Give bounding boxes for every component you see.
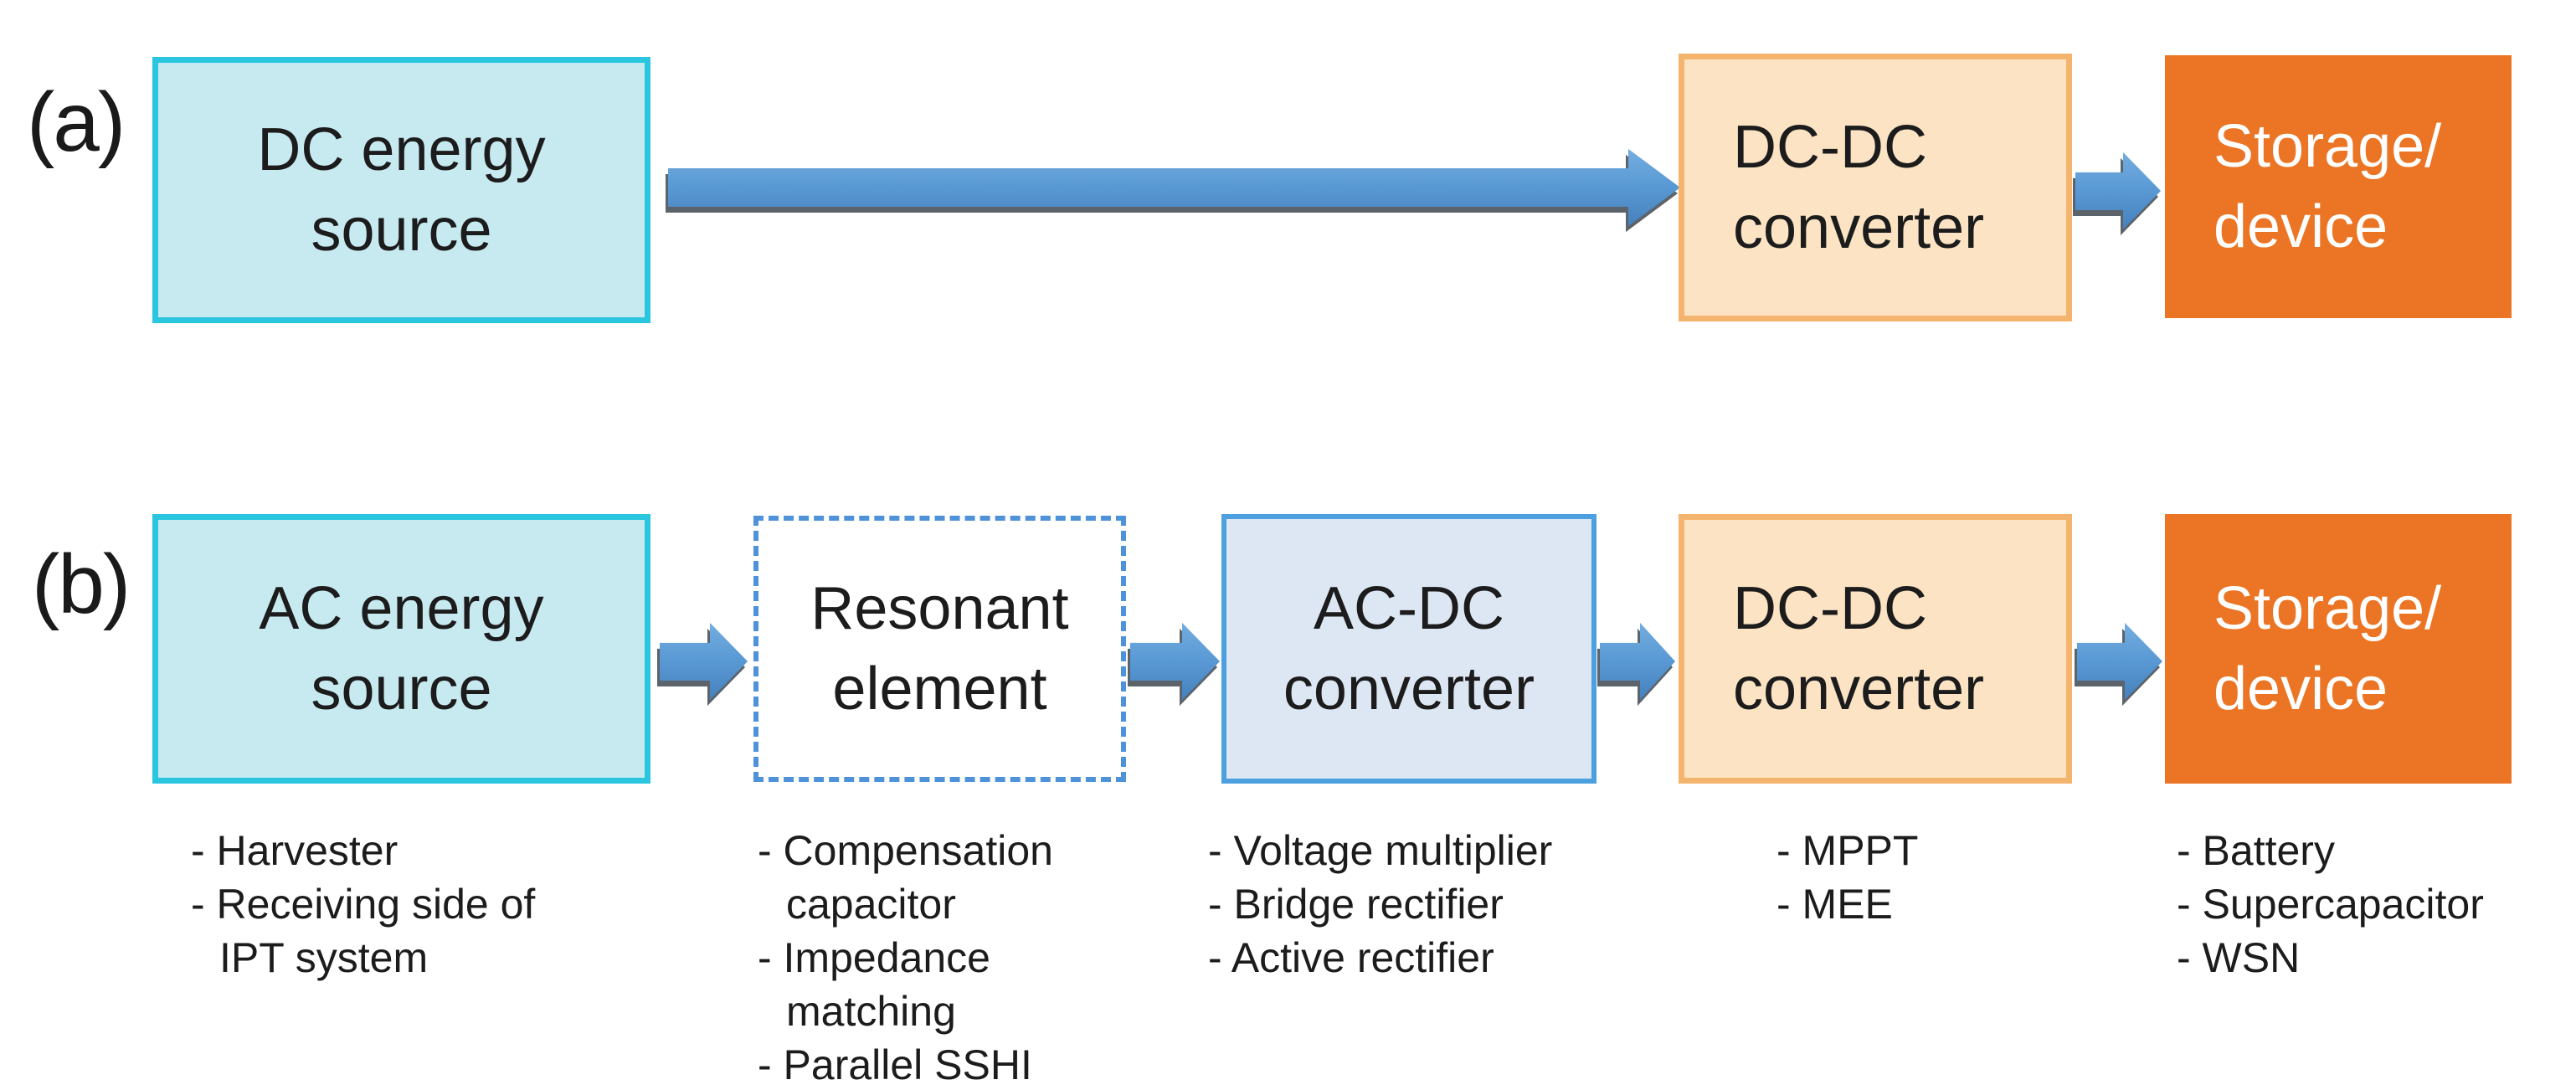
- box-storage-device-b: Storage/ device: [2165, 514, 2512, 784]
- note-line: - Voltage multiplier: [1208, 827, 1553, 874]
- flow-arrow-a-converter-to-storage: [2075, 151, 2161, 231]
- block-arrow-icon: [1600, 622, 1675, 701]
- flow-arrow-b-resonant-to-acdc: [1130, 621, 1220, 702]
- note-line: - Parallel SSHI: [758, 1041, 1032, 1088]
- row-a-label: (a): [27, 75, 126, 169]
- note-line: - MPPT: [1776, 827, 1919, 874]
- box-label-resonant-element: Resonant element: [810, 575, 1069, 722]
- box-dc-dc-converter-a: DC-DC converter: [1679, 54, 2072, 321]
- note-line: IPT system: [219, 934, 429, 981]
- flow-arrow-a-source-to-converter: [668, 147, 1680, 228]
- note-line: - Active rectifier: [1208, 934, 1494, 981]
- note-line: - Compensation: [758, 827, 1053, 874]
- box-dc-dc-converter-b: DC-DC converter: [1679, 514, 2072, 784]
- block-arrow-icon: [2075, 152, 2161, 230]
- note-line: - Battery: [2177, 827, 2335, 874]
- box-label-ac-dc-converter: AC-DC converter: [1283, 575, 1535, 722]
- note-line: - Impedance: [758, 934, 990, 981]
- box-label-dc-energy-source: DC energy source: [257, 116, 546, 264]
- note-line: capacitor: [786, 881, 956, 928]
- box-label-dc-dc-converter-a: DC-DC converter: [1733, 114, 1985, 261]
- block-arrow-icon: [1130, 622, 1220, 701]
- block-arrow-icon: [660, 622, 748, 701]
- box-ac-dc-converter: AC-DC converter: [1221, 514, 1597, 784]
- flow-arrow-b-acdc-to-dcdc: [1600, 621, 1675, 702]
- box-resonant-element: Resonant element: [753, 516, 1126, 782]
- notes-ac-dc-converter: - Voltage multiplier - Bridge rectifier …: [1208, 824, 1552, 985]
- box-ac-energy-source: AC energy source: [152, 514, 650, 784]
- box-label-storage-device-a: Storage/ device: [2214, 113, 2442, 260]
- note-line: - WSN: [2177, 934, 2301, 981]
- note-line: - Bridge rectifier: [1208, 881, 1504, 928]
- flow-arrow-b-source-to-resonant: [660, 621, 748, 702]
- box-dc-energy-source: DC energy source: [152, 57, 650, 323]
- box-label-ac-energy-source: AC energy source: [259, 575, 544, 722]
- box-label-storage-device-b: Storage/ device: [2214, 575, 2442, 722]
- notes-dc-dc-converter: - MPPT - MEE: [1776, 824, 1918, 931]
- block-arrow-icon: [668, 148, 1680, 227]
- flow-arrow-b-dcdc-to-storage: [2077, 621, 2162, 702]
- block-arrow-icon: [2077, 622, 2162, 701]
- box-storage-device-a: Storage/ device: [2165, 55, 2512, 318]
- notes-resonant-element: - Compensation capacitor - Impedance mat…: [758, 824, 1053, 1090]
- note-line: - Receiving side of: [191, 881, 536, 928]
- notes-ac-energy-source: - Harvester - Receiving side of IPT syst…: [191, 824, 535, 985]
- box-label-dc-dc-converter-b: DC-DC converter: [1733, 575, 1985, 722]
- note-line: - Supercapacitor: [2177, 881, 2484, 928]
- note-line: matching: [786, 988, 956, 1035]
- notes-storage-device: - Battery - Supercapacitor - WSN: [2177, 824, 2484, 985]
- note-line: - MEE: [1776, 881, 1893, 928]
- note-line: - Harvester: [191, 827, 398, 874]
- row-b-label: (b): [32, 537, 131, 631]
